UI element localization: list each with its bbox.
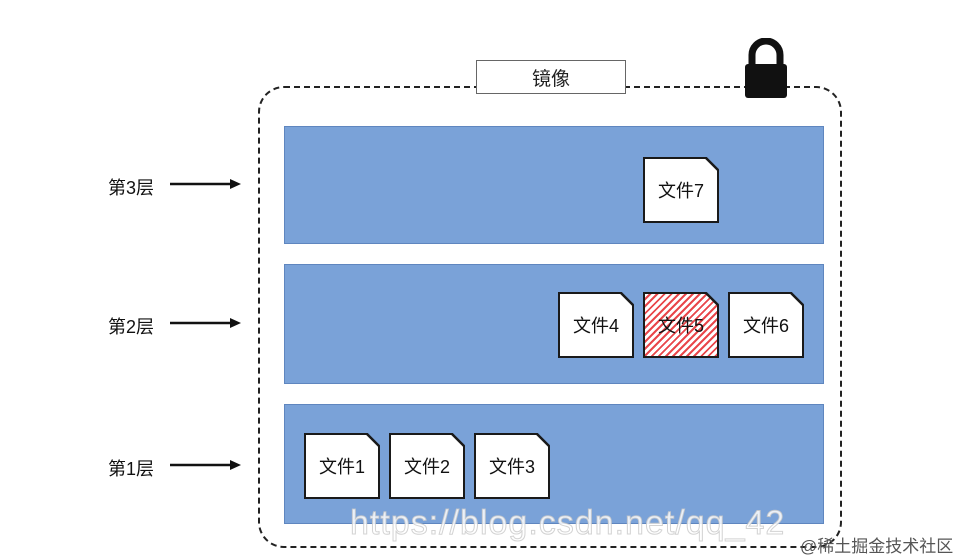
file-card-2: 文件2 (389, 433, 465, 499)
file-label-3: 文件3 (474, 433, 550, 499)
layer-3-label: 第3层 (108, 178, 155, 198)
file-corner-icon (704, 157, 719, 172)
file-label-1: 文件1 (304, 433, 380, 499)
arrow-right-icon (170, 318, 241, 328)
file-corner-icon (789, 292, 804, 307)
file-label-6: 文件6 (728, 292, 804, 358)
file-label-2: 文件2 (389, 433, 465, 499)
file-card-3: 文件3 (474, 433, 550, 499)
arrow-right-icon (170, 179, 241, 189)
file-corner-icon (365, 433, 380, 448)
arrow-right-icon (170, 460, 241, 470)
file-label-5: 文件5 (643, 292, 719, 358)
file-corner-icon (619, 292, 634, 307)
file-label-7: 文件7 (643, 157, 719, 223)
file-corner-icon (450, 433, 465, 448)
file-card-6: 文件6 (728, 292, 804, 358)
layer-2-label: 第2层 (108, 317, 155, 337)
watermark-site: @稀土掘金技术社区 (800, 537, 954, 556)
file-card-7: 文件7 (643, 157, 719, 223)
file-label-4: 文件4 (558, 292, 634, 358)
file-corner-icon (704, 292, 719, 307)
layer-1-label: 第1层 (108, 459, 155, 479)
file-card-4: 文件4 (558, 292, 634, 358)
file-card-1: 文件1 (304, 433, 380, 499)
layer-3 (284, 126, 824, 244)
lock-icon (745, 38, 787, 98)
file-card-5-deleted: 文件5 (643, 292, 719, 358)
file-corner-icon (535, 433, 550, 448)
image-title: 镜像 (476, 60, 626, 94)
